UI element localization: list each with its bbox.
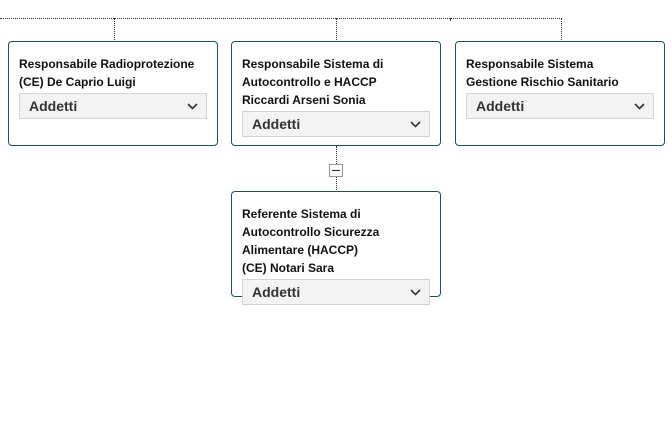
chevron-down-icon	[633, 100, 645, 112]
org-node-haccp: Responsabile Sistema di Autocontrollo e …	[231, 41, 441, 146]
dropdown-label: Addetti	[476, 98, 525, 114]
org-node-referente-haccp: Referente Sistema di Autocontrollo Sicur…	[231, 191, 441, 305]
addetti-dropdown[interactable]: Addetti	[19, 93, 207, 119]
dropdown-label: Addetti	[29, 98, 78, 114]
node-title: Referente Sistema di Autocontrollo Sicur…	[242, 207, 380, 275]
addetti-dropdown[interactable]: Addetti	[242, 111, 430, 137]
chevron-down-icon	[409, 118, 421, 130]
addetti-dropdown[interactable]: Addetti	[466, 93, 654, 119]
dropdown-label: Addetti	[252, 284, 301, 300]
node-title: Responsabile Sistema Gestione Rischio Sa…	[466, 57, 619, 89]
node-title: Responsabile Sistema di Autocontrollo e …	[242, 57, 384, 107]
dropdown-label: Addetti	[252, 116, 301, 132]
connector-line	[0, 18, 562, 19]
chevron-down-icon	[186, 100, 198, 112]
collapse-minus-icon	[332, 170, 340, 171]
connector-line	[114, 18, 115, 42]
org-node-radioprotezione: Responsabile Radioprotezione (CE) De Cap…	[8, 41, 218, 146]
connector-line	[336, 18, 337, 42]
node-title: Responsabile Radioprotezione (CE) De Cap…	[19, 57, 195, 89]
chevron-down-icon	[409, 286, 421, 298]
org-node-rischio-sanitario: Responsabile Sistema Gestione Rischio Sa…	[455, 41, 665, 146]
addetti-dropdown[interactable]: Addetti	[242, 279, 430, 305]
collapse-toggle-button[interactable]	[329, 164, 343, 177]
connector-line	[561, 18, 562, 42]
connector-line	[450, 18, 451, 20]
